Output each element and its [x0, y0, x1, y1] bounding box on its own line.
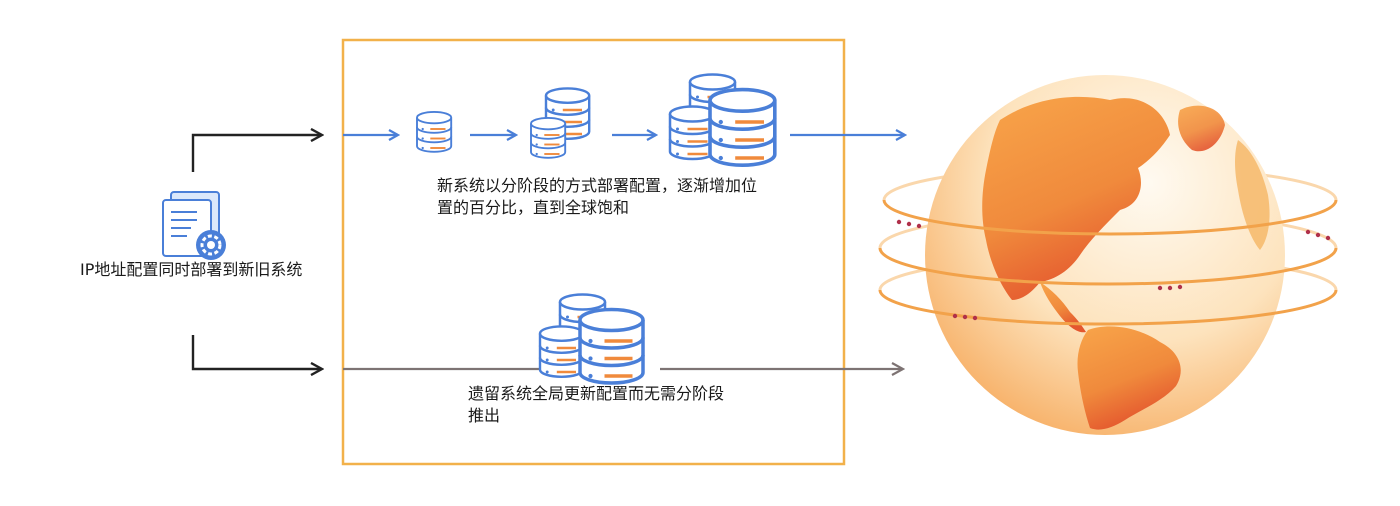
globe-icon	[878, 75, 1338, 435]
branch-arrow-top	[191, 135, 322, 172]
legacy-system-label: 遗留系统全局更新配置而无需分阶段推出	[468, 384, 725, 425]
database-cluster-icon	[530, 87, 591, 159]
new-system-label: 新系统以分阶段的方式部署配置，逐渐增加位置的百分比，直到全球饱和	[437, 176, 758, 217]
database-cluster-icon	[668, 73, 777, 167]
rollout-frame	[341, 38, 846, 466]
branch-arrow-bottom	[191, 335, 322, 369]
database-server-icon	[416, 110, 453, 153]
config-file-gear-icon	[162, 191, 226, 260]
config-deploy-label: IP地址配置同时部署到新旧系统	[80, 260, 303, 279]
database-cluster-icon	[538, 293, 645, 385]
